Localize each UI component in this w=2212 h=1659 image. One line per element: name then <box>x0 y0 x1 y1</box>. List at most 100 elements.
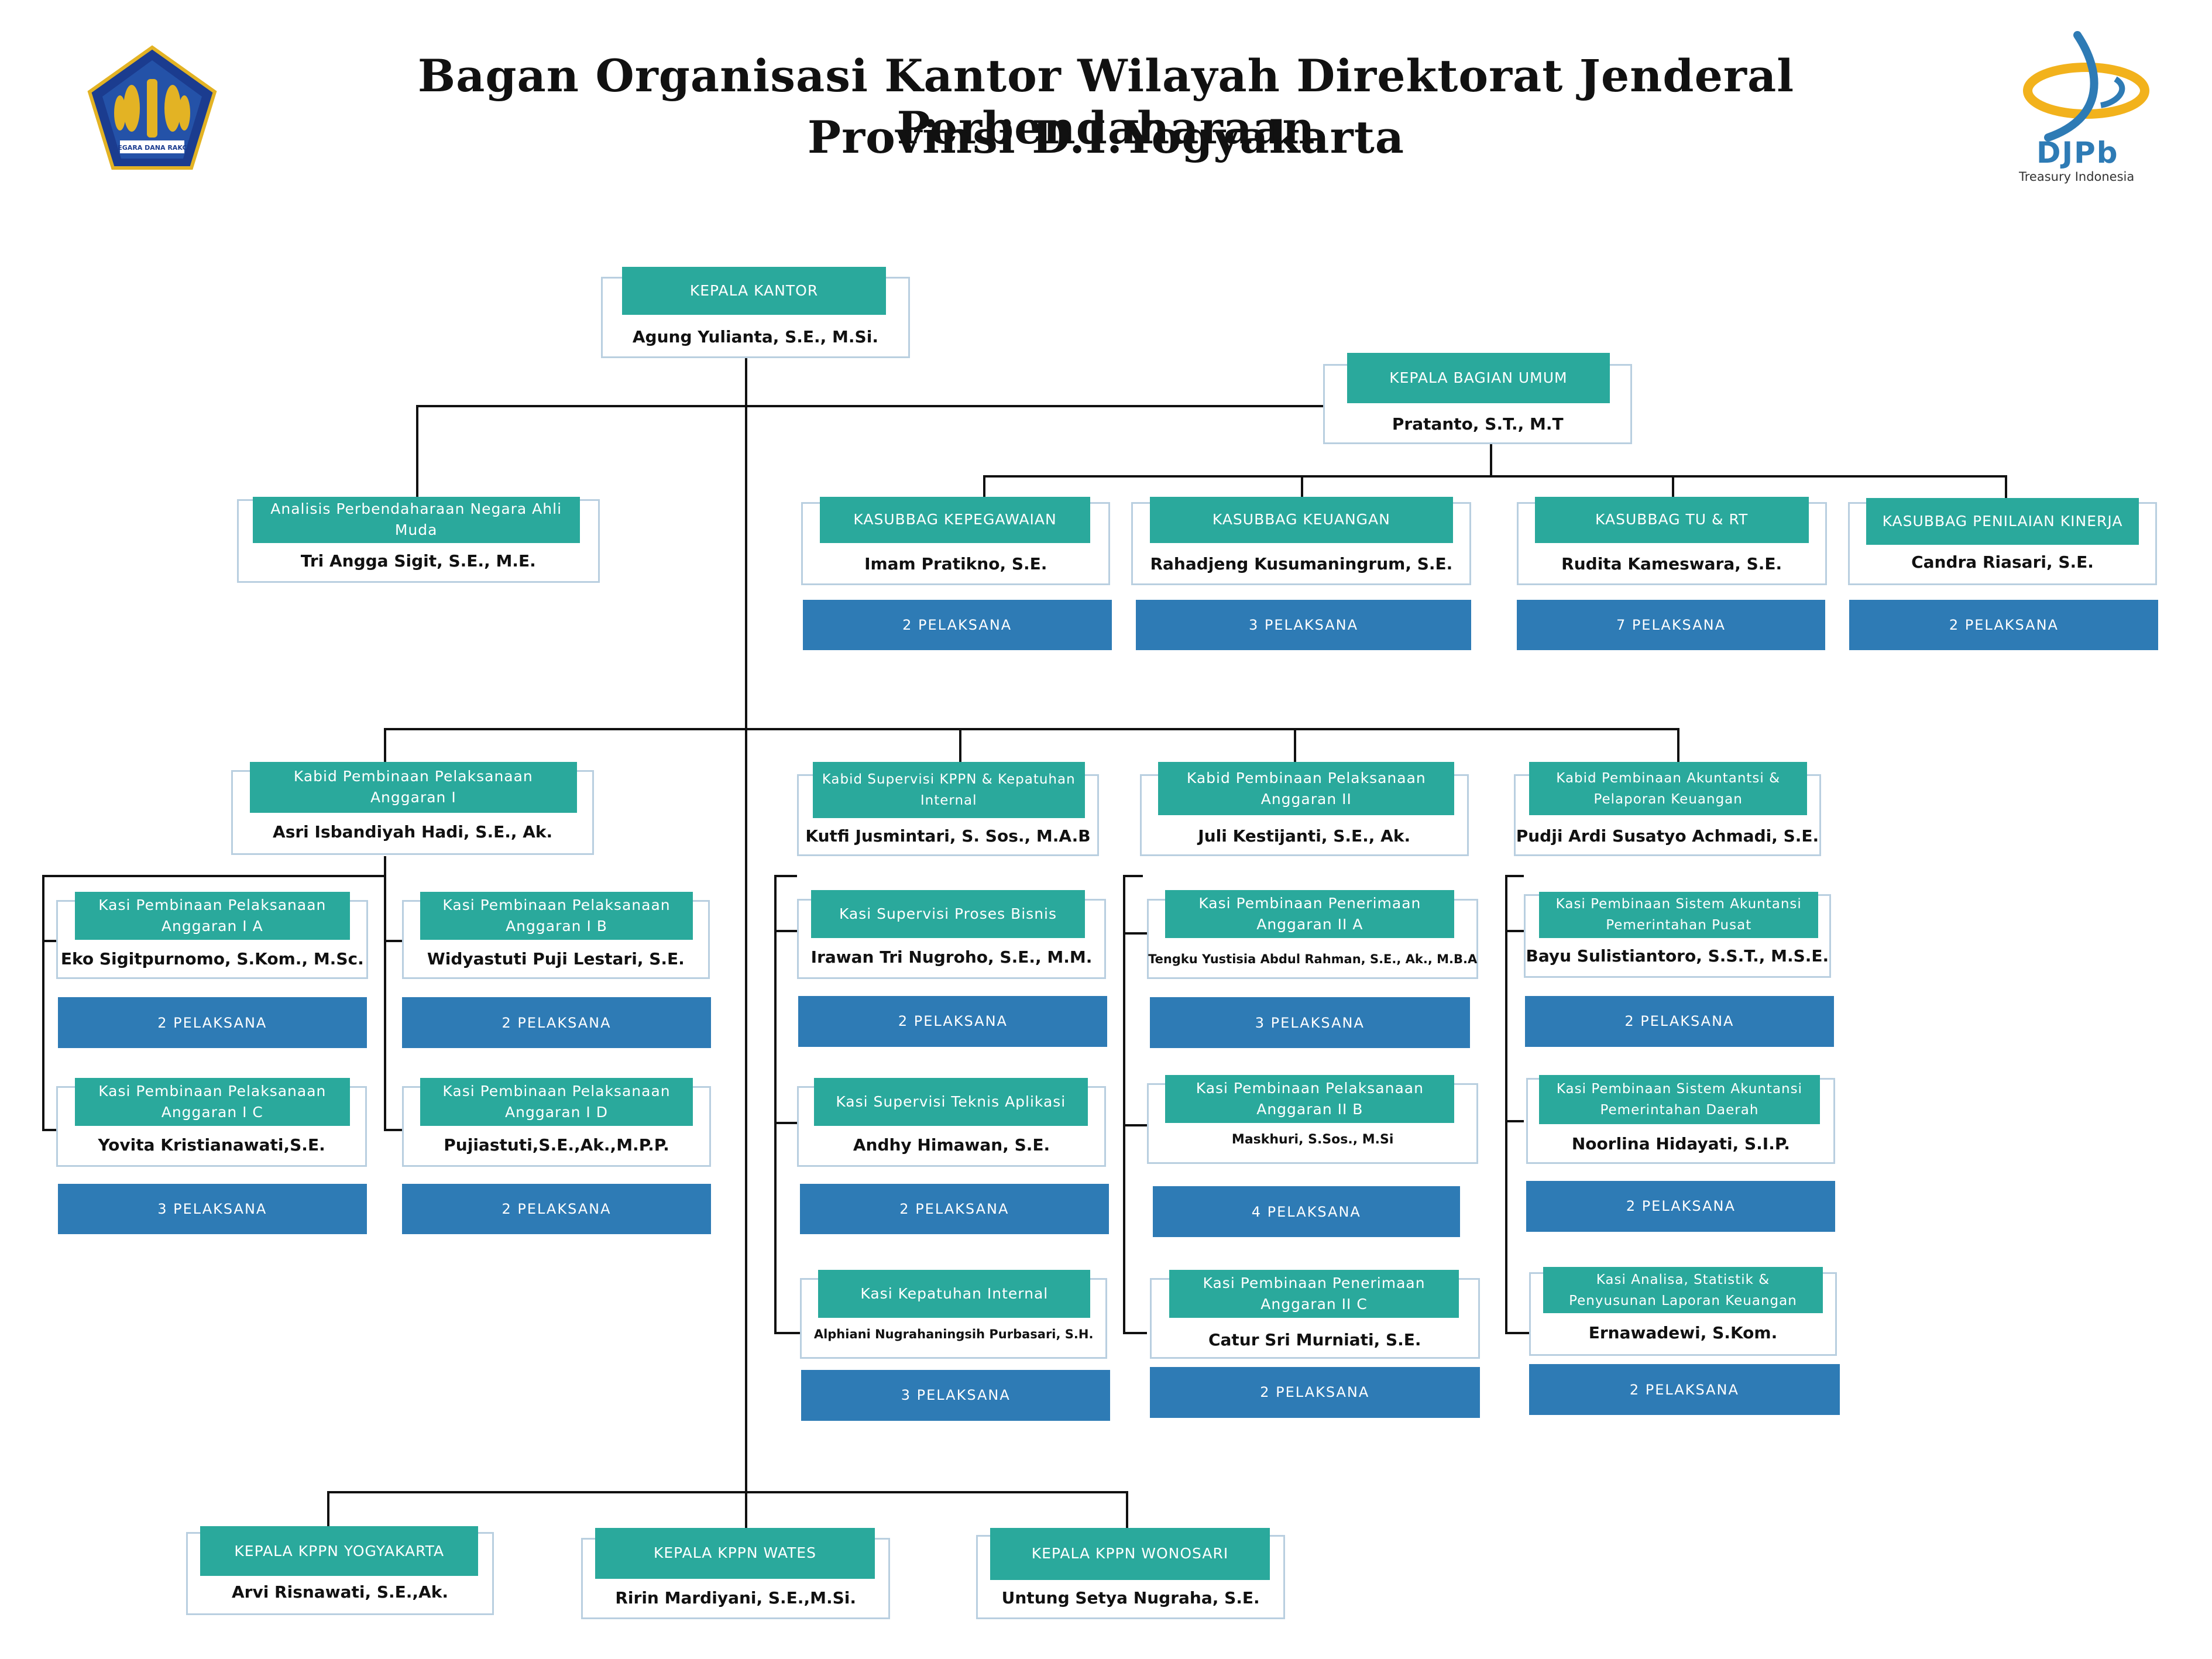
chart-title-line-1: Bagan Organisasi Kantor Wilayah Direktor… <box>417 50 1795 154</box>
pelaksana-box-kasi-ppa2c: 2 PELAKSANA <box>1149 1366 1480 1418</box>
pelaksana-box-kasi-ppa1b: 2 PELAKSANA <box>402 997 711 1049</box>
pelaksana-box-kasubbag-penilaian-kinerja: 2 PELAKSANA <box>1849 599 2159 651</box>
pelaksana-box-kasi-spb: 2 PELAKSANA <box>798 995 1108 1047</box>
djpb-logo-text: DJPb <box>2036 136 2119 170</box>
connector-line <box>983 475 2005 478</box>
djpb-logo-icon <box>2023 31 2149 142</box>
connector-line <box>416 404 1324 407</box>
unit-name-kasubbag-kepegawaian: Imam Pratikno, S.E. <box>864 554 1047 573</box>
connector-line <box>1122 1331 1147 1334</box>
unit-title-kasi-ppa1b: Kasi Pembinaan Pelaksanaan Anggaran I B <box>420 891 693 940</box>
connector-line <box>774 1121 798 1124</box>
connector-line <box>383 727 1678 730</box>
unit-name-kasi-ppa1a: Eko Sigitpurnomo, S.Kom., M.Sc. <box>60 949 364 968</box>
unit-name-kasi-ppa1d: Pujiastuti,S.E.,Ak.,M.P.P. <box>444 1135 669 1155</box>
djpb-logo-subtext: Treasury Indonesia <box>2019 170 2135 184</box>
unit-name-kppn-wonosari: Untung Setya Nugraha, S.E. <box>1001 1588 1260 1608</box>
unit-name-kasi-ppa1b: Widyastuti Puji Lestari, S.E. <box>427 949 685 968</box>
pelaksana-box-kasi-psad: 2 PELAKSANA <box>1526 1180 1836 1232</box>
pelaksana-box-kasubbag-kepegawaian: 2 PELAKSANA <box>802 599 1112 651</box>
unit-title-kasi-spb: Kasi Supervisi Proses Bisnis <box>811 890 1085 939</box>
unit-name-kasi-sta: Andhy Himawan, S.E. <box>853 1135 1050 1155</box>
unit-name-kasubbag-tu-rt: Rudita Kameswara, S.E. <box>1561 554 1782 573</box>
unit-name-kabid-pakl: Pudji Ardi Susatyo Achmadi, S.E. <box>1516 826 1819 846</box>
unit-title-kasi-psap: Kasi Pembinaan Sistem Akuntansi Pemerint… <box>1539 891 1819 939</box>
unit-title-kasi-ppa2b: Kasi Pembinaan Pelaksanaan Anggaran II B <box>1165 1074 1455 1123</box>
unit-name-kasi-ppa2c: Catur Sri Murniati, S.E. <box>1208 1330 1421 1349</box>
unit-name-kasubbag-penilaian-kinerja: Candra Riasari, S.E. <box>1911 552 2094 572</box>
connector-line <box>1677 727 1680 768</box>
unit-title-kepala-kantor: KEPALA KANTOR <box>622 266 886 315</box>
unit-title-kasi-ppa2c: Kasi Pembinaan Penerimaan Anggaran II C <box>1169 1269 1459 1318</box>
unit-name-kasi-ppa2b: Maskhuri, S.Sos., M.Si <box>1231 1132 1394 1148</box>
connector-line <box>42 939 57 942</box>
connector-line <box>383 939 403 942</box>
unit-title-kasubbag-kepegawaian: KASUBBAG KEPEGAWAIAN <box>819 496 1091 544</box>
unit-name-kabid-skki: Kutfi Jusmintari, S. Sos., M.A.B <box>805 826 1091 846</box>
connector-line <box>42 874 384 877</box>
unit-title-kppn-yogyakarta: KEPALA KPPN YOGYAKARTA <box>200 1526 479 1576</box>
unit-name-kabid-ppa1: Asri Isbandiyah Hadi, S.E., Ak. <box>273 822 553 841</box>
unit-name-kasi-ppa1c: Yovita Kristianawati,S.E. <box>98 1135 325 1155</box>
pelaksana-box-kasi-aspk: 2 PELAKSANA <box>1529 1364 1840 1415</box>
connector-line <box>1505 1120 1524 1123</box>
unit-name-kasubbag-keuangan: Rahadjeng Kusumaningrum, S.E. <box>1150 554 1453 573</box>
unit-title-kepala-bagian-umum: KEPALA BAGIAN UMUM <box>1347 352 1610 404</box>
connector-line <box>327 1491 1126 1494</box>
unit-title-kasi-psad: Kasi Pembinaan Sistem Akuntansi Pemerint… <box>1539 1074 1820 1125</box>
unit-title-kasi-ppa1a: Kasi Pembinaan Pelaksanaan Anggaran I A <box>74 891 350 940</box>
pelaksana-box-kasi-psap: 2 PELAKSANA <box>1524 995 1834 1047</box>
pelaksana-box-kasubbag-tu-rt: 7 PELAKSANA <box>1516 599 1826 651</box>
chart-title-line-2: Provinsi D.I.Yogyakarta <box>807 111 1405 163</box>
kemenkeu-emblem-icon: NEGARA DANA RAKCA <box>87 45 217 170</box>
connector-line <box>1122 932 1147 935</box>
connector-line <box>1300 475 1303 503</box>
connector-line <box>744 356 747 1609</box>
unit-title-kasubbag-penilaian-kinerja: KASUBBAG PENILAIAN KINERJA <box>1866 497 2139 545</box>
connector-line <box>2004 475 2007 503</box>
unit-name-kepala-kantor: Agung Yulianta, S.E., M.Si. <box>632 327 878 346</box>
unit-name-kepala-bagian-umum: Pratanto, S.T., M.T <box>1392 414 1564 434</box>
connector-line <box>1671 475 1674 503</box>
unit-name-kasi-psap: Bayu Sulistiantoro, S.S.T., M.S.E. <box>1526 946 1829 966</box>
unit-name-kasi-psad: Noorlina Hidayati, S.I.P. <box>1571 1134 1790 1153</box>
unit-name-kasi-aspk: Ernawadewi, S.Kom. <box>1588 1323 1778 1342</box>
unit-name-kppn-wates: Ririn Mardiyani, S.E.,M.Si. <box>615 1588 856 1608</box>
unit-title-kppn-wates: KEPALA KPPN WATES <box>595 1527 875 1579</box>
connector-line <box>327 1491 330 1528</box>
pelaksana-box-kasubbag-keuangan: 3 PELAKSANA <box>1135 599 1472 651</box>
unit-title-kabid-skki: Kabid Supervisi KPPN & Kepatuhan Interna… <box>812 761 1085 819</box>
unit-title-kppn-wonosari: KEPALA KPPN WONOSARI <box>990 1527 1270 1580</box>
connector-line <box>1122 874 1143 877</box>
unit-title-kasi-ki: Kasi Kepatuhan Internal <box>818 1269 1091 1318</box>
unit-name-analis: Tri Angga Sigit, S.E., M.E. <box>300 551 536 571</box>
connector-line <box>383 1128 403 1131</box>
connector-line <box>774 874 798 877</box>
connector-line <box>42 1128 57 1131</box>
pelaksana-box-kasi-ppa1a: 2 PELAKSANA <box>57 997 367 1049</box>
emblem-motto: NEGARA DANA RAKCA <box>112 144 192 152</box>
connector-line <box>744 1491 747 1528</box>
connector-line <box>1505 874 1508 1332</box>
unit-title-analis: Analisis Perbendaharaan Negara Ahli Muda <box>252 496 580 544</box>
unit-title-kasi-ppa1d: Kasi Pembinaan Pelaksanaan Anggaran I D <box>420 1077 693 1126</box>
pelaksana-box-kasi-sta: 2 PELAKSANA <box>799 1183 1109 1235</box>
unit-name-kasi-ppa2a: Tengku Yustisia Abdul Rahman, S.E., Ak.,… <box>1148 952 1478 966</box>
connector-line <box>383 727 386 768</box>
connector-line <box>1505 874 1524 877</box>
connector-line <box>1505 1331 1530 1334</box>
connector-line <box>774 929 798 932</box>
unit-name-kasi-ki: Alphiani Nugrahaningsih Purbasari, S.H. <box>813 1327 1094 1341</box>
unit-title-kasubbag-tu-rt: KASUBBAG TU & RT <box>1534 496 1809 544</box>
unit-name-kabid-ppa2: Juli Kestijanti, S.E., Ak. <box>1198 826 1411 846</box>
unit-title-kasi-ppa1c: Kasi Pembinaan Pelaksanaan Anggaran I C <box>74 1077 350 1126</box>
unit-title-kasi-aspk: Kasi Analisa, Statistik & Penyusunan Lap… <box>1543 1266 1823 1314</box>
unit-title-kabid-ppa1: Kabid Pembinaan Pelaksanaan Anggaran I <box>249 761 577 813</box>
pelaksana-box-kasi-ppa2b: 4 PELAKSANA <box>1152 1186 1461 1238</box>
connector-line <box>42 874 45 1129</box>
connector-line <box>774 874 777 1332</box>
connector-line <box>1505 929 1524 932</box>
connector-line <box>416 404 419 500</box>
connector-line <box>383 856 386 1129</box>
unit-title-kasi-sta: Kasi Supervisi Teknis Aplikasi <box>813 1077 1088 1126</box>
